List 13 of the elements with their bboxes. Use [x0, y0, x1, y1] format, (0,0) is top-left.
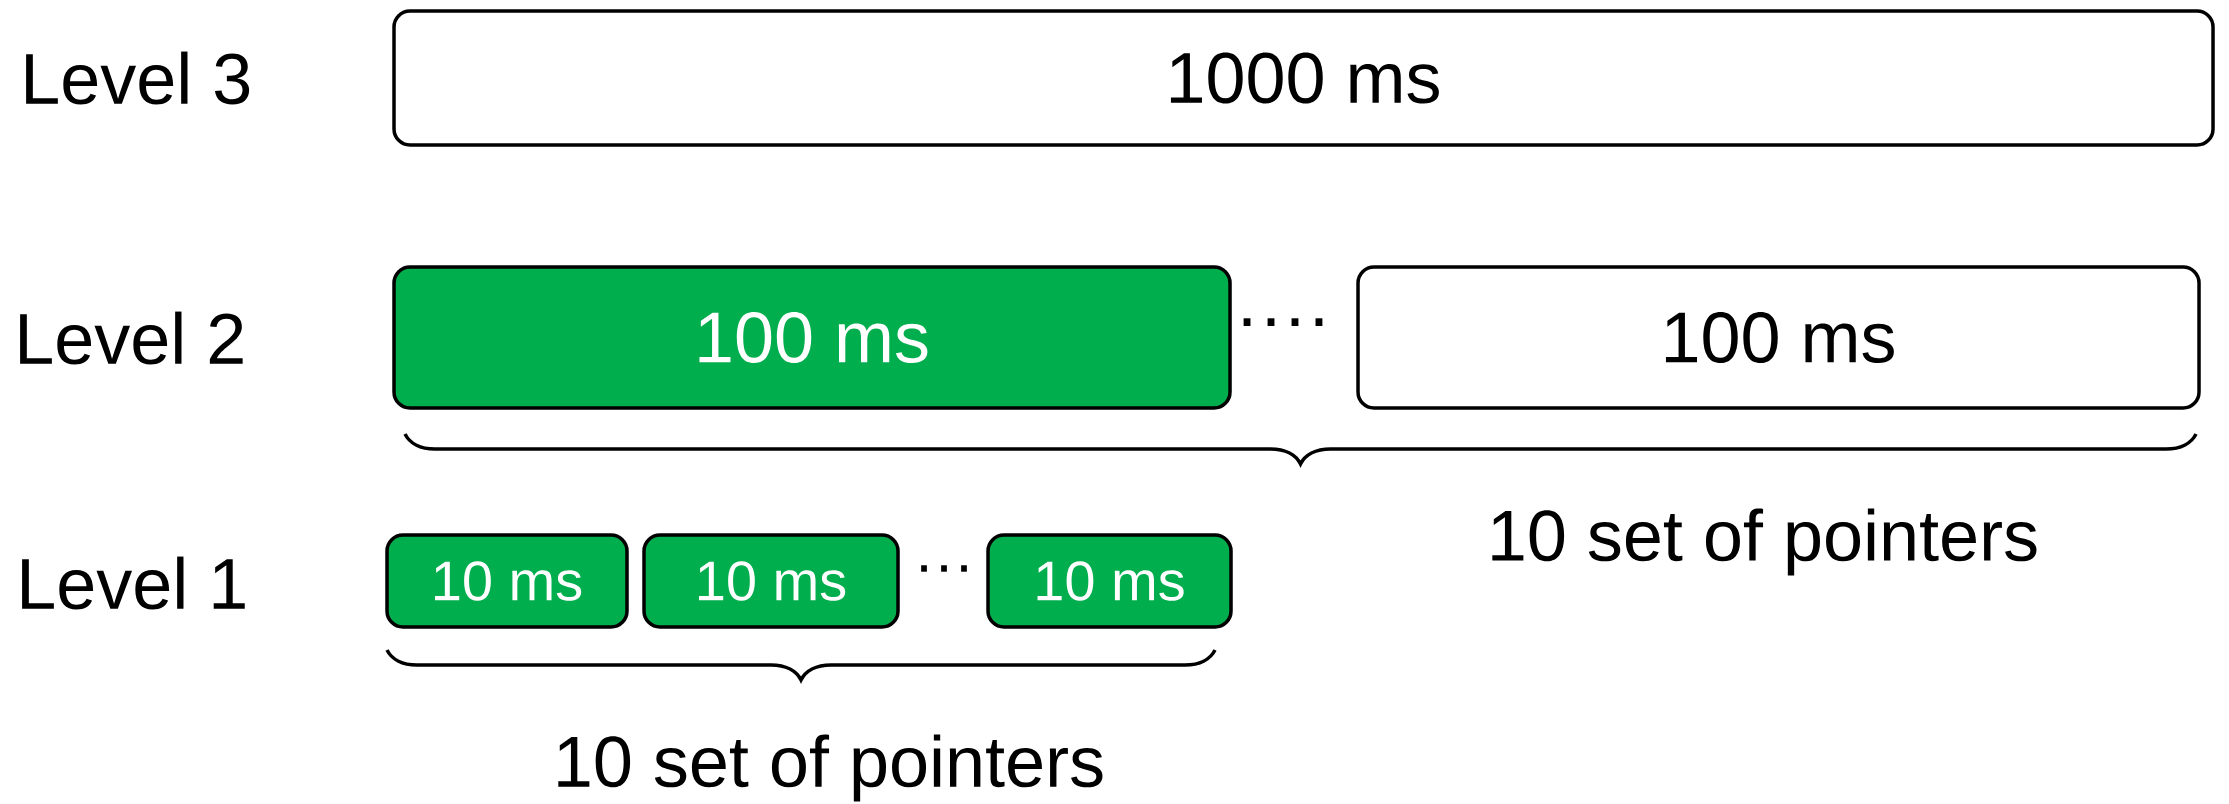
time-box: 100 ms — [1356, 265, 2201, 410]
time-box: 1000 ms — [392, 9, 2215, 147]
ellipsis: ··· — [921, 565, 967, 572]
level-label: Level 3 — [26, 51, 250, 105]
brace-label: 10 set of pointers — [1492, 508, 2037, 576]
time-box: 10 ms — [385, 533, 629, 629]
time-box: 10 ms — [642, 533, 900, 629]
level-label: Level 2 — [20, 311, 243, 365]
level-label: Level 1 — [22, 556, 245, 610]
ellipsis: ···· — [1243, 318, 1323, 327]
time-box: 100 ms — [392, 265, 1232, 410]
brace-label: 10 set of pointers — [558, 734, 1103, 802]
time-box: 10 ms — [986, 533, 1233, 629]
